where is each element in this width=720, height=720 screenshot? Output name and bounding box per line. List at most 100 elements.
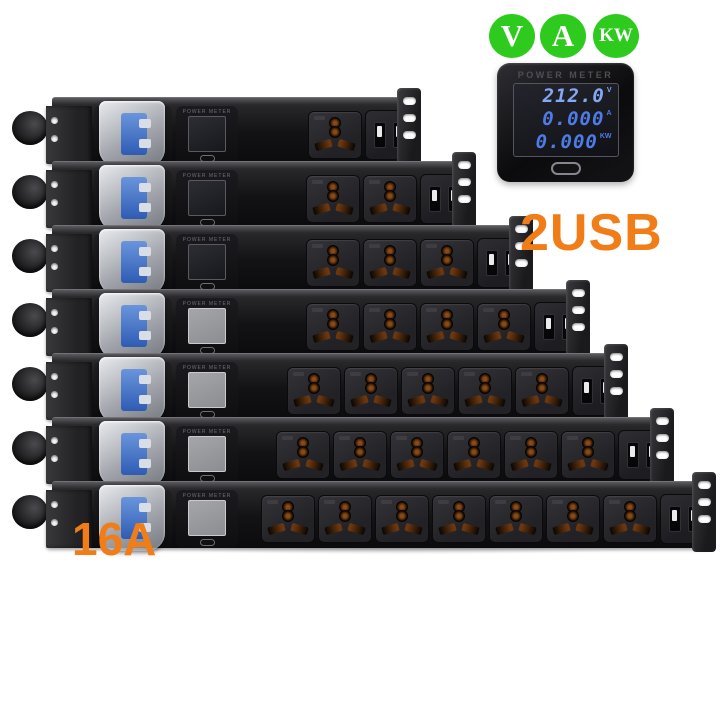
strip-power-meter-button (199, 539, 215, 546)
socket-slot-left (483, 330, 502, 344)
strip-power-meter: POWER METER (176, 170, 238, 228)
pdu-front: POWER METER (46, 152, 476, 232)
usb-port (542, 314, 555, 340)
socket-slot-right (449, 330, 468, 344)
socket-slot-left (350, 394, 369, 408)
rack-ear (692, 472, 716, 552)
socket-round-pins (422, 373, 434, 394)
strip-power-meter-label: POWER METER (182, 109, 232, 115)
socket-marking (552, 500, 563, 504)
socket-slot-right (533, 458, 552, 472)
breaker-cover (99, 421, 165, 487)
socket-round-pins (384, 181, 396, 202)
socket-round-pins (354, 437, 366, 458)
usb-port (626, 442, 639, 468)
universal-socket (306, 303, 360, 351)
socket-round-pins (339, 501, 351, 522)
socket-slot-right (316, 394, 335, 408)
power-meter-screen: 212.0 V 0.000 A 0.000 KW (512, 83, 619, 157)
usb-port (485, 250, 498, 276)
socket-slot-left (396, 458, 415, 472)
universal-socket (306, 239, 360, 287)
socket-slot-right (337, 138, 356, 152)
socket-round-pins (441, 309, 453, 330)
breaker-switch (121, 369, 151, 411)
socket-slot-left (426, 266, 445, 280)
breaker-cover (99, 357, 165, 423)
socket-marking (293, 372, 304, 376)
universal-socket (390, 431, 444, 479)
usb-port (668, 506, 681, 532)
universal-socket (477, 303, 531, 351)
strip-power-meter: POWER METER (176, 490, 238, 548)
universal-socket (333, 431, 387, 479)
socket-round-pins (468, 437, 480, 458)
socket-slot-right (392, 202, 411, 216)
socket-slot-left (369, 330, 388, 344)
pdu-front: POWER METER (46, 280, 590, 360)
socket-slot-left (381, 522, 400, 536)
socket-marking (339, 436, 350, 440)
strip-power-meter-screen (188, 372, 226, 408)
universal-socket (363, 303, 417, 351)
pdu-top-face (52, 481, 710, 490)
cable-gland (12, 303, 48, 337)
socket-slot-left (312, 266, 331, 280)
socket-slot-right (290, 522, 309, 536)
pdu-front: POWER METER (46, 472, 716, 552)
socket-slot-right (347, 522, 366, 536)
strip-power-meter-screen (188, 500, 226, 536)
socket-slot-left (438, 522, 457, 536)
pdu-front: POWER METER (46, 88, 421, 168)
kilowatt-reading: 0.000 KW (518, 131, 612, 154)
universal-socket (603, 495, 657, 543)
socket-slot-left (369, 266, 388, 280)
strip-power-meter-screen (188, 308, 226, 344)
strip-power-meter: POWER METER (176, 362, 238, 420)
mount-plate (46, 490, 92, 548)
breaker-switch (121, 177, 151, 219)
socket-marking (381, 500, 392, 504)
breaker-cover (99, 229, 165, 295)
socket-round-pins (498, 309, 510, 330)
voltage-reading: 212.0 V (518, 85, 612, 108)
socket-marking (609, 500, 620, 504)
cable-gland (12, 239, 48, 273)
breaker-cover (99, 101, 165, 167)
voltage-unit: V (606, 87, 612, 94)
socket-slot-left (314, 138, 333, 152)
circuit-breaker (94, 485, 172, 551)
pdu-front: POWER METER (46, 408, 674, 488)
usb-count-label: 2USB (520, 204, 663, 262)
pdu-strip: POWER METER (12, 216, 533, 296)
socket-slot-right (392, 266, 411, 280)
breaker-cover (99, 293, 165, 359)
strip-power-meter: POWER METER (176, 426, 238, 484)
socket-slot-right (430, 394, 449, 408)
socket-slot-left (510, 458, 529, 472)
power-meter-button (550, 162, 581, 175)
amp-rating-label: 16A (72, 513, 157, 565)
pdu-strip: POWER METER (12, 280, 590, 360)
socket-round-pins (327, 181, 339, 202)
socket-round-pins (567, 501, 579, 522)
cable-gland (12, 175, 48, 209)
socket-slot-left (282, 458, 301, 472)
socket-slot-right (632, 522, 651, 536)
socket-marking (407, 372, 418, 376)
pdu-top-face (52, 225, 527, 234)
socket-marking (495, 500, 506, 504)
socket-round-pins (411, 437, 423, 458)
socket-slot-right (487, 394, 506, 408)
strip-power-meter-screen (188, 116, 226, 152)
socket-slot-left (521, 394, 540, 408)
socket-slot-right (449, 266, 468, 280)
socket-slot-right (373, 394, 392, 408)
socket-marking (438, 500, 449, 504)
breaker-switch (121, 241, 151, 283)
socket-round-pins (327, 245, 339, 266)
socket-slot-left (293, 394, 312, 408)
ampere-value: 0.000 (542, 108, 605, 130)
strip-power-meter-label: POWER METER (182, 173, 232, 179)
socket-round-pins (297, 437, 309, 458)
